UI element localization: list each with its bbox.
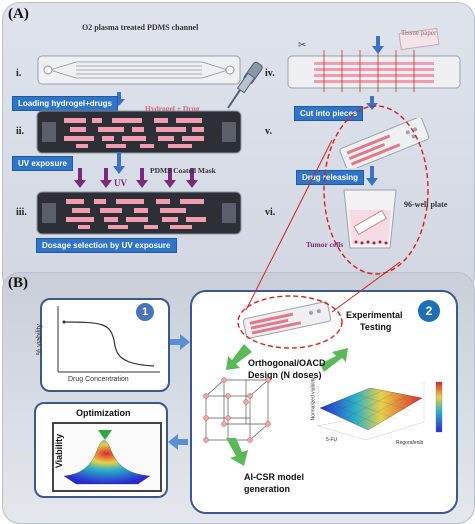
tissue-paper-icon [398, 28, 440, 50]
uv-label: UV [114, 178, 127, 188]
well-plate-label: 96-well plate [404, 200, 448, 209]
well-plate-icon [343, 189, 397, 249]
left-arrow-icon [168, 434, 188, 450]
strip-piece-icon [242, 301, 332, 339]
step-iv: iv. [265, 68, 275, 79]
testing-label: Testing [360, 322, 392, 332]
ai-csr-label-line2: generation [244, 484, 291, 494]
step-ii: ii. [16, 126, 25, 137]
dose-response-curve [57, 306, 160, 373]
design-label-line1: Orthogonal/OACD [248, 358, 326, 368]
cut-device: ✂ [287, 36, 461, 92]
tissue-paper-label: Tissue paper [401, 29, 437, 37]
dosage-selection-label: Dosage selection by UV exposure [36, 238, 177, 253]
uv-arrows [74, 168, 198, 188]
mask-label: PDMS Coated Mask [150, 166, 216, 175]
uv-exposure-label: UV exposure [12, 156, 73, 171]
step-number-2: 2 [418, 300, 440, 322]
surface-xlabel-regorafenib: Regorafenib [396, 440, 424, 446]
pdms-channel-title: O2 plasma treated PDMS channel [82, 23, 199, 32]
step-v: v. [265, 126, 272, 137]
drug-concentration-label: Drug Concentration [68, 376, 129, 383]
green-arrow-icon [320, 348, 348, 372]
cut-pieces-label: Cut into pieces [294, 106, 364, 121]
panel-a-label: (A) [8, 6, 29, 22]
green-arrow-icon [226, 438, 248, 466]
green-arrow-icon [226, 344, 252, 370]
cut-strip-piece [339, 118, 430, 168]
right-arrow-icon [170, 334, 190, 350]
step-vi: vi. [265, 207, 276, 218]
down-arrow-icon [113, 152, 125, 174]
experimental-label: Experimental [346, 310, 403, 320]
step-i: i. [16, 68, 22, 79]
optimization-surface-plot [63, 430, 151, 485]
surface-xlabel-5fu: 5-FU [326, 437, 338, 443]
response-surface-plot [317, 381, 443, 441]
uv-exposed-device [36, 191, 242, 235]
pdms-channel-device [37, 55, 241, 85]
design-label-line2: Design (N doses) [248, 370, 322, 380]
drug-releasing-label: Drug releasing [296, 170, 365, 185]
tumor-cells-label: Tumor cells [306, 240, 344, 249]
ai-csr-label-line1: AI-CSR model [244, 472, 305, 482]
svg-text:✂: ✂ [298, 40, 306, 51]
down-arrow-icon [366, 166, 378, 186]
optimization-label: Optimization [76, 408, 131, 418]
step-iii: iii. [16, 207, 27, 218]
step-number-1: 1 [136, 303, 154, 321]
panel-b-label: (B) [8, 275, 28, 291]
hydrogel-loaded-device [36, 110, 242, 154]
design-cube-icon [203, 377, 271, 443]
hydrogel-drug-label: Hydrogel + Drug [145, 104, 200, 113]
pipette-icon [227, 61, 263, 109]
